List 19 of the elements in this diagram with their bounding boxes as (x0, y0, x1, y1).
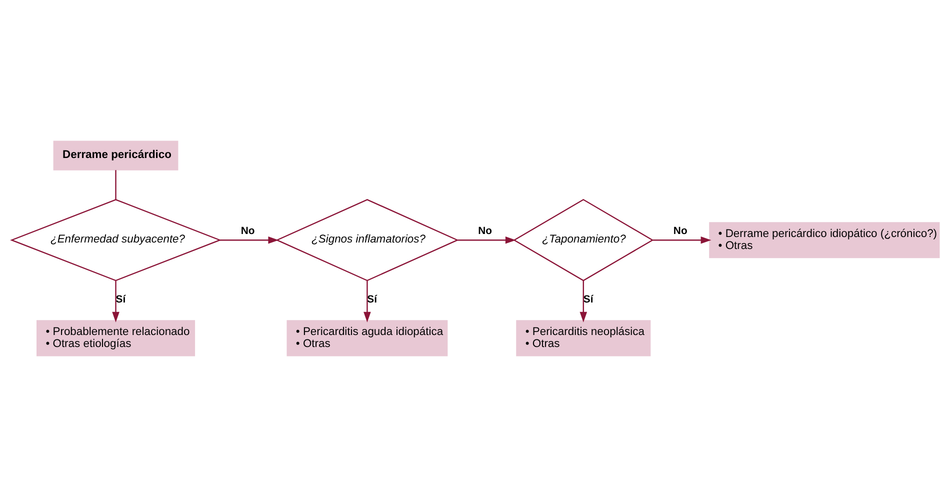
node-box: Derrame pericárdico (53, 140, 178, 170)
edge-label: No (478, 226, 492, 238)
node-box: • Probablemente relacionado • Otras etiologías (36, 320, 196, 356)
arrow (458, 236, 516, 244)
node-diamond: ¿Signos inflamatorios? (276, 199, 459, 282)
arrow (112, 280, 120, 322)
edge-label: No (673, 226, 688, 238)
edge-label: Sí (367, 294, 378, 306)
node-box: • Pericarditis neoplásica • Otras (516, 320, 651, 356)
node-diamond: ¿Enfermedad subyacente? (10, 199, 222, 282)
arrow (220, 236, 279, 244)
node-box: • Derrame pericárdico idiopático (¿crónico?) • Otras (709, 222, 940, 258)
node-diamond: ¿Taponamiento? (513, 198, 654, 282)
arrow (652, 236, 712, 244)
edge-label: No (240, 226, 255, 238)
connector (115, 170, 116, 200)
arrow (364, 280, 371, 322)
arrow (580, 280, 588, 322)
node-box: • Pericarditis aguda idiopática • Otras (286, 320, 448, 356)
